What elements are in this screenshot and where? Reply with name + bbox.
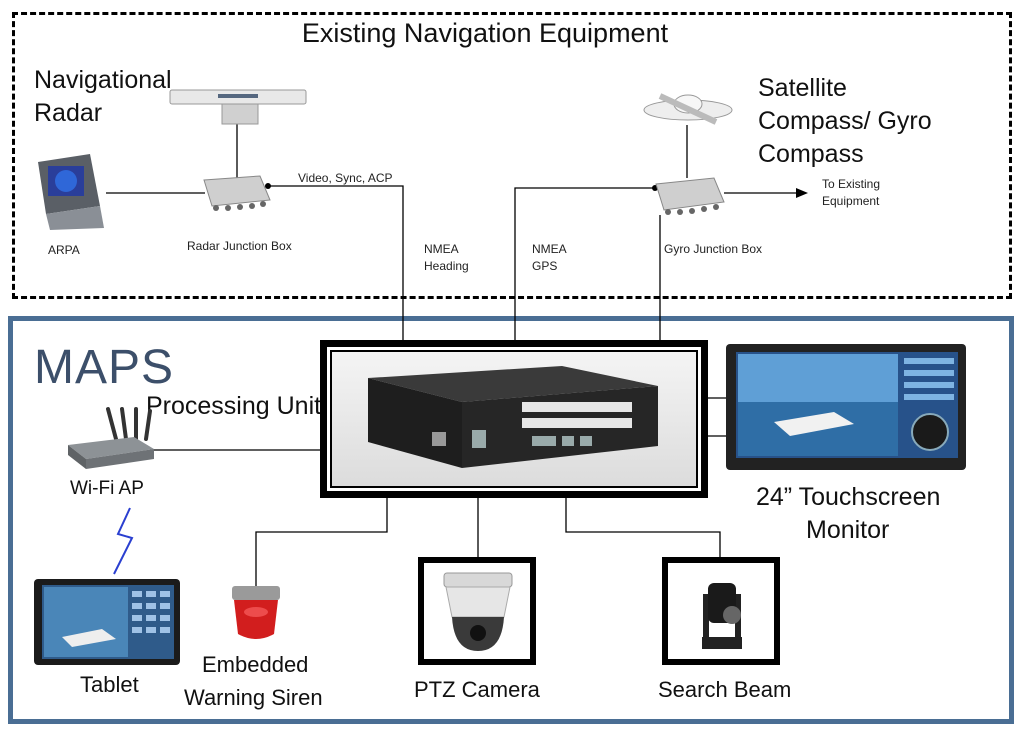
search-beam-label: Search Beam [658,677,792,702]
ptz-camera-frame [418,557,536,665]
video-sync-label: Video, Sync, ACP [298,171,393,185]
monitor-icon [724,342,968,477]
nmea-gps-label-1: NMEA [532,242,567,256]
gyro-label-2: Compass/ Gyro [758,107,932,135]
tablet-label: Tablet [80,672,139,697]
to-existing-label-1: To Existing [822,177,881,191]
siren-icon [226,584,286,651]
radar-junction-box-icon [200,172,272,219]
nav-equipment-frame [12,12,1012,299]
gyro-jb-label: Gyro Junction Box [664,242,763,256]
nmea-heading-label-2: Heading [424,259,469,273]
satellite-compass-icon [640,86,736,135]
arpa-label: ARPA [48,243,80,257]
tablet-icon [32,577,182,672]
lightning-icon [104,506,144,581]
processing-unit-label: Processing Unit [146,392,322,420]
wifi-router-icon [64,405,158,480]
to-existing-label-2: Equipment [822,194,880,208]
arpa-console-icon [30,152,110,237]
gyro-label-3: Compass [758,140,864,168]
monitor-label-2: Monitor [806,516,890,544]
gyro-label-1: Satellite [758,74,847,102]
server-icon [362,362,666,477]
ptz-label: PTZ Camera [414,677,540,702]
radar-label: Navigational Radar [34,66,172,127]
nav-section-title: Existing Navigation Equipment [301,18,669,48]
nmea-heading-label-1: NMEA [424,242,459,256]
radar-antenna-icon [168,84,308,137]
search-beam-icon [692,577,752,658]
nmea-gps-label-2: GPS [532,259,558,273]
maps-title: MAPS [34,341,175,394]
search-beam-frame [662,557,780,665]
monitor-label-1: 24” Touchscreen [756,483,941,511]
maps-frame [8,316,1014,724]
gyro-junction-box-icon [652,174,728,223]
siren-label-2: Warning Siren [184,685,323,710]
radar-jb-label: Radar Junction Box [187,239,292,253]
ptz-camera-icon [438,571,518,660]
siren-label-1: Embedded [202,652,309,677]
wifi-label: Wi-Fi AP [70,478,144,499]
